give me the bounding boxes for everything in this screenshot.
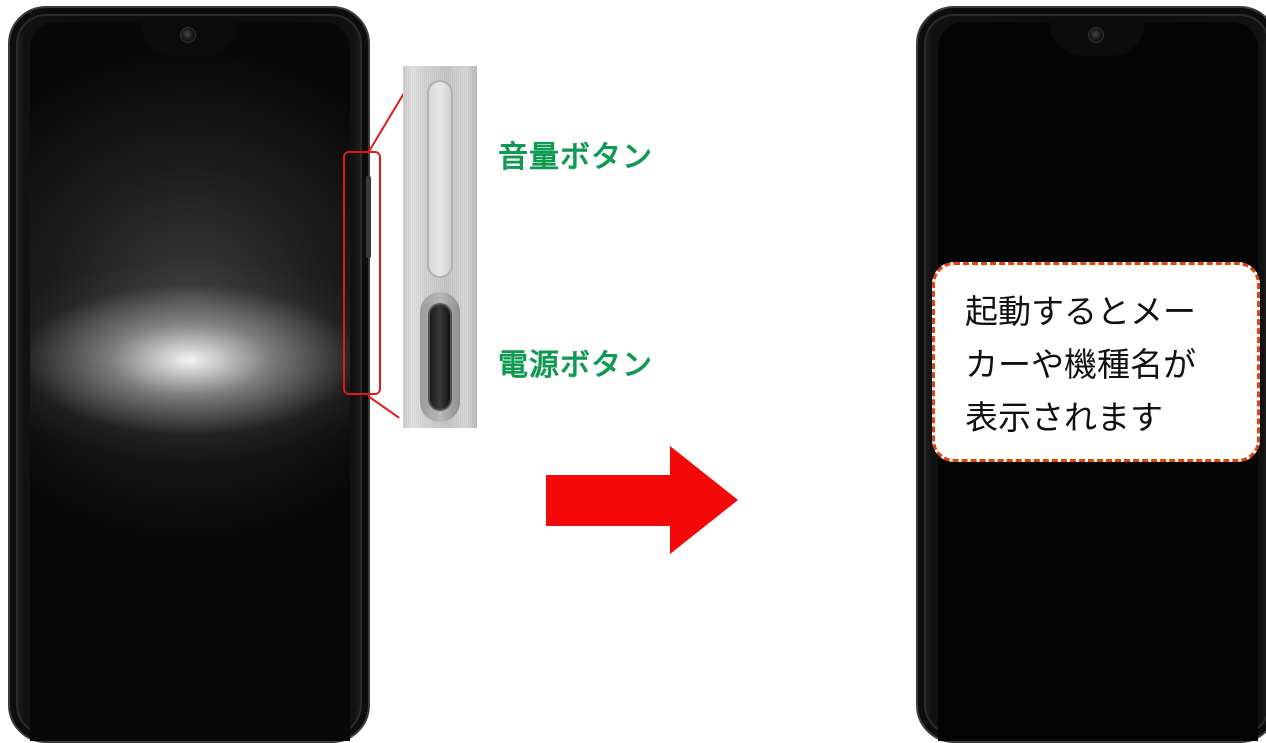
front-camera-icon: [1088, 27, 1104, 43]
volume-button-zoom: [427, 80, 453, 278]
callout-line-1: 起動するとメー: [965, 292, 1196, 331]
arrow-right-icon: [546, 446, 738, 554]
callout-line-2: カーや機種名が: [965, 345, 1196, 384]
phone-side-buttons: [366, 176, 371, 258]
power-button-label: 電源ボタン: [498, 348, 653, 383]
front-camera-icon: [180, 27, 196, 43]
phone-screen-wallpaper: [30, 22, 350, 741]
volume-button-label: 音量ボタン: [498, 140, 653, 175]
button-highlight-box: [343, 151, 381, 395]
phone-before: [8, 6, 370, 743]
boot-message-callout: 起動するとメー カーや機種名が 表示されます: [932, 262, 1260, 462]
power-button-zoom: [420, 292, 460, 422]
callout-line-bottom: [367, 395, 400, 419]
side-buttons-zoom: [403, 66, 477, 428]
callout-line-3: 表示されます: [965, 398, 1163, 437]
power-button-key: [428, 303, 452, 411]
